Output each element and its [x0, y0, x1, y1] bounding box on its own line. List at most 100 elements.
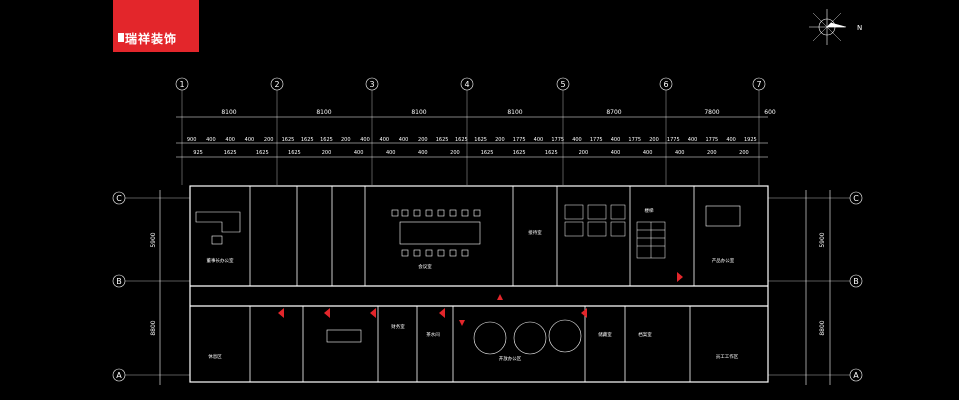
grid-label-5: 5: [560, 80, 565, 89]
row1-dims-value: 400: [206, 137, 216, 143]
entry-markers: [278, 272, 683, 326]
row2-dims-value: 200: [322, 150, 332, 156]
end-offset-dim: 600: [764, 109, 776, 116]
bay-dim-6: 7800: [704, 109, 719, 116]
row-label-b: B: [116, 277, 122, 286]
row2-dims-value: 400: [354, 150, 364, 156]
meeting-table: [391, 209, 481, 257]
room-label-lounge: 休息区: [208, 353, 222, 360]
row1-dims-value: 1625: [282, 137, 295, 143]
row1-dims-value: 400: [360, 137, 370, 143]
row2-dims-value: 200: [739, 150, 749, 156]
row2-dims-value: 400: [418, 150, 428, 156]
row2-dims-value: 1625: [513, 150, 526, 156]
row1-dims-value: 400: [688, 137, 698, 143]
row2-dims-value: 1625: [288, 150, 301, 156]
row1-dims-value: 200: [495, 137, 505, 143]
row1-dims-value: 1775: [667, 137, 680, 143]
room-label-stair: 楼梯: [645, 207, 654, 214]
grid-bubbles-left: [112, 191, 126, 382]
grid-label-4: 4: [464, 80, 469, 89]
grid-label-6: 6: [663, 80, 668, 89]
row1-dims-value: 1775: [551, 137, 564, 143]
row1-dims-value: 400: [534, 137, 544, 143]
row2-dims-value: 1625: [545, 150, 558, 156]
left-vdim-2: 8800: [150, 320, 157, 335]
left-vdim-1: 5900: [150, 232, 157, 247]
stair: [636, 221, 666, 259]
row1-dims-value: 1925: [744, 137, 757, 143]
right-vdim-2: 8800: [819, 320, 826, 335]
north-label: N: [857, 24, 862, 32]
room-label-tea: 茶水间: [426, 331, 440, 338]
row2-dims-value: 1625: [481, 150, 494, 156]
manager-desk: [195, 211, 241, 245]
row2-dims-value: 1625: [224, 150, 237, 156]
row1-dims-value: 400: [399, 137, 409, 143]
row-label-a-right: A: [853, 371, 859, 380]
grid-label-3: 3: [369, 80, 374, 89]
restroom: [564, 204, 626, 237]
room-label-reception: 接待室: [528, 229, 542, 236]
bay-dim-2: 8100: [316, 109, 331, 116]
compass-icon: [809, 9, 847, 45]
row2-dims-value: 400: [386, 150, 396, 156]
row2-dims-value: 400: [643, 150, 653, 156]
dimension-row-2: 925 1625 1625 1625 200 400 400 400 200 1625 1625 16…: [193, 150, 748, 156]
row1-dims-value: 1775: [628, 137, 641, 143]
room-label-finance: 财务室: [391, 323, 405, 330]
row1-dims-value: 400: [611, 137, 621, 143]
row1-dims-value: 400: [225, 137, 235, 143]
row2-dims-value: 1625: [256, 150, 269, 156]
row2-dims-value: 200: [579, 150, 589, 156]
row1-dims-value: 200: [341, 137, 351, 143]
row1-dims-value: 1775: [590, 137, 603, 143]
grid-label-7: 7: [756, 80, 761, 89]
row1-dims-value: 400: [380, 137, 390, 143]
grid-bubbles-top: [175, 77, 766, 91]
row1-dims-value: 1625: [474, 137, 487, 143]
room-label-product: 产品办公室: [712, 257, 735, 264]
row2-dims-value: 400: [675, 150, 685, 156]
grid-label-2: 2: [274, 80, 279, 89]
room-label-open-office: 开放办公区: [499, 355, 522, 362]
row-label-c: C: [116, 194, 122, 203]
grid-bubbles-right: [849, 191, 863, 382]
row1-dims-value: 1625: [455, 137, 468, 143]
row2-dims-value: 925: [193, 150, 203, 156]
row-label-a: A: [116, 371, 122, 380]
bay-dim-3: 8100: [411, 109, 426, 116]
dimension-row-1: 900 400 400 400 200 1625 1625 1625 200 400 400 400 2…: [187, 137, 757, 143]
row1-dims-value: 900: [187, 137, 197, 143]
row1-dims-value: 1775: [705, 137, 718, 143]
row1-dims-value: 200: [418, 137, 428, 143]
workstations: [473, 319, 582, 355]
room-label-meeting: 会议室: [418, 263, 432, 270]
row1-dims-value: 200: [264, 137, 274, 143]
right-vdim-1: 5900: [819, 232, 826, 247]
brand-name: 瑞祥装饰: [125, 32, 178, 46]
row2-dims-value: 200: [707, 150, 717, 156]
brand-logo: 瑞祥装饰: [113, 0, 199, 52]
logo-mark: [118, 33, 124, 42]
row1-dims-value: 1625: [301, 137, 314, 143]
room-label-archive: 档案室: [638, 331, 652, 338]
row2-dims-value: 200: [450, 150, 460, 156]
grid-label-1: 1: [179, 80, 184, 89]
row1-dims-value: 400: [726, 137, 736, 143]
row1-dims-value: 200: [649, 137, 659, 143]
staff-desk: [326, 329, 362, 343]
row2-dims-value: 400: [611, 150, 621, 156]
row1-dims-value: 1625: [320, 137, 333, 143]
bay-dim-5: 8700: [606, 109, 621, 116]
product-desk: [705, 205, 741, 227]
room-label-staff: 员工工作区: [716, 353, 739, 360]
row-label-b-right: B: [853, 277, 859, 286]
row-label-c-right: C: [853, 194, 859, 203]
row1-dims-value: 400: [245, 137, 255, 143]
row1-dims-value: 400: [572, 137, 582, 143]
bay-dim-1: 8100: [221, 109, 236, 116]
room-label-storage: 储藏室: [598, 331, 612, 338]
bay-dim-4: 8100: [507, 109, 522, 116]
